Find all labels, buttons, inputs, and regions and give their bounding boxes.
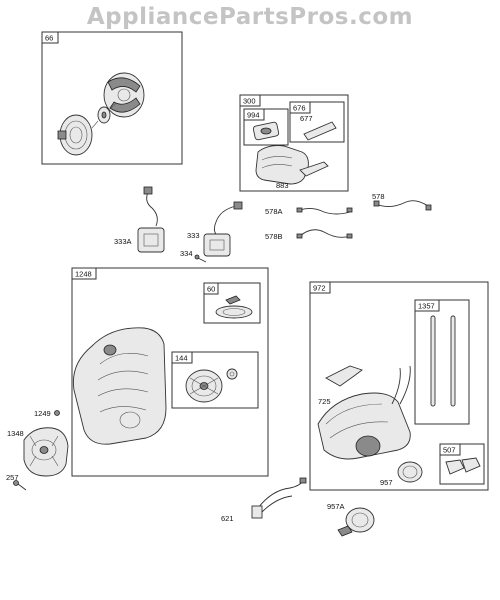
callout-578b: 578B bbox=[265, 232, 283, 241]
callout-677: 677 bbox=[300, 114, 313, 123]
group-676-frame bbox=[289, 101, 345, 143]
clutch-shoe-part[interactable] bbox=[103, 72, 145, 118]
group-1248-frame bbox=[71, 267, 269, 477]
callout-957a: 957A bbox=[327, 502, 345, 511]
callout-725: 725 bbox=[318, 397, 331, 406]
clutch-drum-part[interactable] bbox=[57, 114, 93, 156]
fuel-tank-part[interactable] bbox=[317, 365, 411, 460]
callout-333a: 333A bbox=[114, 237, 132, 246]
group-60-frame bbox=[203, 282, 261, 324]
filter-element-part[interactable] bbox=[252, 121, 280, 141]
crankcase-part[interactable] bbox=[72, 327, 167, 445]
fuel-cap-957[interactable]: 957 bbox=[380, 461, 423, 487]
group-144-frame bbox=[171, 351, 259, 409]
ignition-coil-333[interactable]: 333 bbox=[187, 201, 243, 257]
fuel-shield-725[interactable]: 725 bbox=[318, 365, 363, 406]
air-cleaner-cover-part[interactable] bbox=[255, 145, 329, 185]
group-994-label: 994 bbox=[247, 111, 260, 120]
callout-578a: 578A bbox=[265, 207, 283, 216]
gasket-part[interactable] bbox=[303, 121, 337, 141]
grommet-part[interactable] bbox=[445, 457, 481, 475]
group-994-frame bbox=[243, 108, 289, 146]
group-60-label: 60 bbox=[207, 285, 215, 294]
callout-1348: 1348 bbox=[7, 429, 24, 438]
clutch-washer-part[interactable] bbox=[97, 106, 111, 124]
wire-578b[interactable]: 578B bbox=[265, 229, 353, 241]
group-66: 66 bbox=[41, 31, 183, 165]
fuel-line-part[interactable] bbox=[430, 315, 456, 407]
group-1357-frame bbox=[414, 299, 470, 425]
group-300: 300 994 676 677 883 bbox=[239, 94, 349, 192]
callout-957: 957 bbox=[380, 478, 393, 487]
flywheel-part[interactable] bbox=[185, 369, 223, 403]
group-507-frame bbox=[439, 443, 485, 485]
group-972-frame bbox=[309, 281, 489, 491]
screw-257[interactable]: 257 bbox=[6, 473, 27, 491]
callout-257: 257 bbox=[6, 473, 19, 482]
group-1248: 1248 60 144 bbox=[71, 267, 269, 477]
callout-621: 621 bbox=[221, 514, 234, 523]
flywheel-washer-part[interactable] bbox=[226, 368, 238, 380]
group-144-label: 144 bbox=[175, 354, 188, 363]
group-972: 972 1357 507 725 957 bbox=[309, 281, 489, 491]
rewind-spring-part[interactable] bbox=[215, 295, 253, 319]
screw-1249[interactable]: 1249 bbox=[34, 409, 60, 418]
ignition-coil-333a[interactable]: 333A bbox=[114, 186, 165, 253]
group-66-frame bbox=[41, 31, 183, 165]
callout-1249: 1249 bbox=[34, 409, 51, 418]
screw-334[interactable]: 334 bbox=[180, 249, 207, 263]
callout-334: 334 bbox=[180, 249, 193, 258]
group-300-label: 300 bbox=[243, 97, 256, 106]
group-972-label: 972 bbox=[313, 284, 326, 293]
fuel-cap-957a[interactable]: 957A bbox=[327, 502, 375, 537]
wire-578[interactable]: 578 bbox=[372, 192, 432, 211]
callout-333: 333 bbox=[187, 231, 200, 240]
group-66-label: 66 bbox=[45, 34, 53, 43]
callout-883: 883 bbox=[276, 181, 289, 190]
group-300-frame bbox=[239, 94, 349, 192]
group-1248-label: 1248 bbox=[75, 270, 92, 279]
wire-578a[interactable]: 578A bbox=[265, 207, 353, 216]
group-1357-label: 1357 bbox=[418, 302, 435, 311]
wire-harness-621[interactable]: 621 bbox=[221, 477, 307, 523]
watermark-text: AppliancePartsPros.com bbox=[86, 4, 414, 30]
group-507-label: 507 bbox=[443, 446, 456, 455]
starter-housing-1348[interactable]: 1348 bbox=[7, 427, 69, 477]
group-676-label: 676 bbox=[293, 104, 306, 113]
callout-578: 578 bbox=[372, 192, 385, 201]
